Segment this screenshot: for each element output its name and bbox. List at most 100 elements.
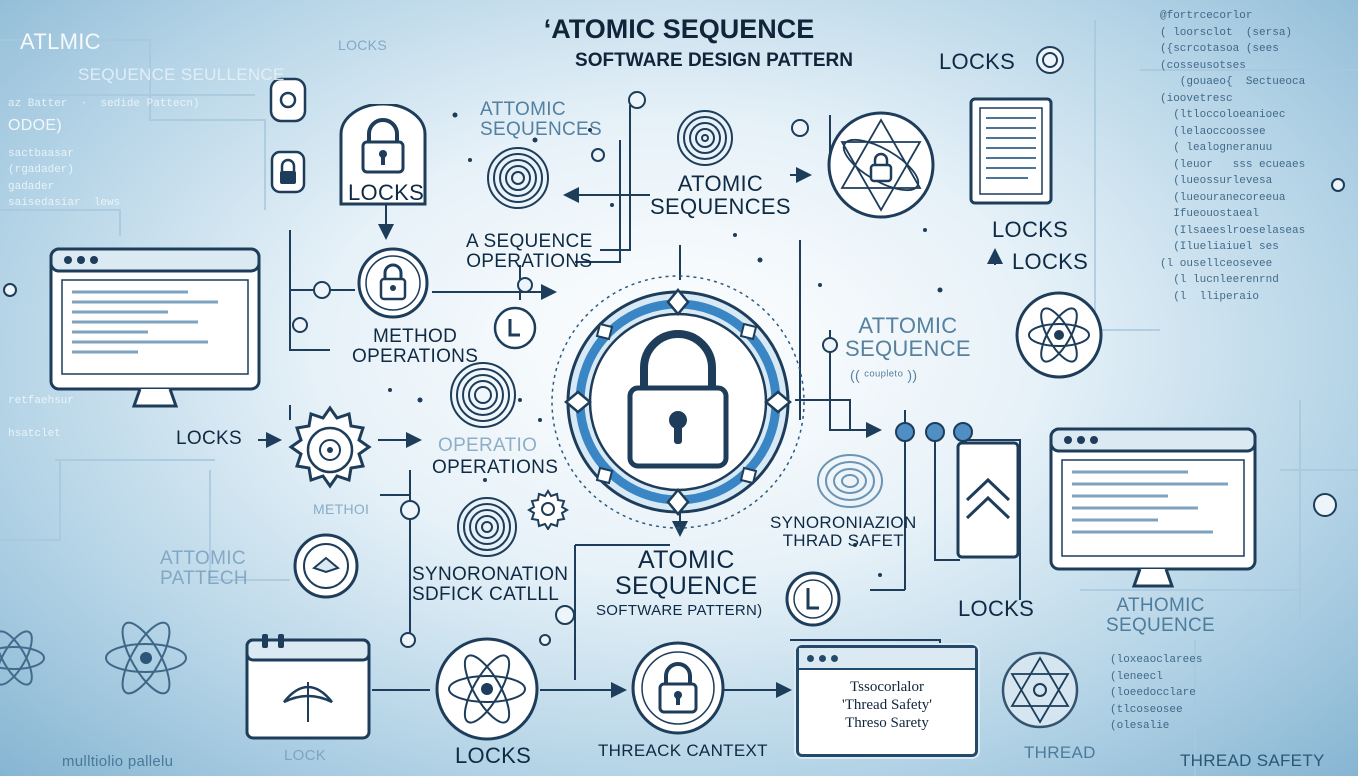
lock-icon — [785, 571, 841, 627]
operation-ghost-label: OPERATIO — [438, 435, 538, 456]
code-line: (Ilsaeeslroeselaseas — [1160, 224, 1306, 237]
locks-label-right-2: LOCKS — [1012, 249, 1089, 274]
code-line: (leuor sss ecueaes — [1160, 158, 1306, 171]
locks-label-top-left: LOCKS — [348, 180, 425, 205]
locks-label-bottom-right: LOCKS — [958, 596, 1035, 621]
code-line: (lueossurlevesa — [1160, 175, 1273, 187]
code-line: (ltloccoloeanioec — [1160, 109, 1286, 121]
label-line: ATOMIC SEQUENCES — [650, 171, 791, 220]
code-line: (olesalie — [1110, 720, 1170, 732]
lock-circle-node — [630, 640, 726, 736]
code-line: (rgadader) — [8, 164, 75, 176]
code-line: (lueouranecoreeua — [1160, 191, 1286, 204]
synchronation-label-left: SYNORONATION SDFICK CATLLL — [412, 565, 568, 605]
window-titlebar — [799, 648, 975, 670]
atomic-sequences-label-top: ATTOMIC SEQUENCES — [480, 100, 602, 140]
atomic-sequence-label-bottom-right: ATHOMIC SEQUENCE — [1106, 596, 1215, 636]
window-dot — [831, 654, 838, 662]
small-lock-node — [270, 150, 306, 194]
window-dot — [819, 654, 826, 662]
code-line: hsatclet — [8, 428, 61, 440]
code-line: (ioovetresc — [1160, 92, 1233, 105]
label-line: SYNORONIAZION THRAD SAFET — [770, 513, 917, 550]
code-line — [8, 261, 199, 278]
lock-label-bottom-left: LOCK — [284, 747, 327, 764]
code-line — [8, 212, 199, 229]
lock-circle-node — [356, 246, 430, 320]
calendar-window-icon — [244, 632, 372, 742]
code-line — [8, 311, 199, 328]
atom-icon — [434, 636, 540, 742]
locks-label-bottom: LOCKS — [455, 743, 532, 768]
method-ghost-label: METHOI — [313, 501, 370, 517]
hidden-left-label: ODOE) — [8, 117, 62, 134]
code-line: gadader — [8, 180, 55, 193]
lock-circle-node — [784, 570, 842, 628]
code-line: (cosseusotses — [1160, 59, 1246, 72]
fingerprint-icon — [815, 452, 885, 510]
thread-safety-label-bottom: THREAD SAFETY — [1180, 751, 1325, 770]
multiple-pattern-label: mulltiolio pallelu — [62, 753, 174, 770]
atom-icon — [100, 612, 192, 704]
atom-icon — [1000, 650, 1080, 730]
synchronization-label-right: SYNORONIAZION THRAD SAFET — [770, 514, 917, 550]
code-line — [8, 245, 199, 262]
code-line: (l lliperaio — [1160, 290, 1260, 303]
a-sequence-operations-label: A SEQUENCE OPERATIONS — [466, 232, 593, 272]
fingerprint-icon — [448, 360, 518, 430]
code-line: (Ilueliaiuel ses — [1160, 241, 1279, 253]
right-code-panel: @fortrcecorlor( loorsclot (sersa)({scrco… — [1160, 8, 1305, 305]
label-line: ATTOMIC PATTECH — [160, 548, 248, 589]
label-line: ATHOMIC SEQUENCE — [1106, 595, 1216, 636]
locks-label-right-1: LOCKS — [992, 217, 1069, 242]
central-lock-hub — [548, 272, 808, 532]
window-dot — [807, 654, 814, 662]
gear-icon — [527, 488, 569, 531]
software-pattern-label: SOFTWARE PATTERN) — [596, 602, 763, 619]
small-lock-node-top — [268, 76, 308, 124]
label-line: METHOD OPERATIONS — [352, 326, 479, 367]
atomic-sequence-label-bottom: ATOMIC SEQUENCE — [615, 547, 758, 600]
left-code-panel: az Batter · sedide Pattecn) sactbaasar(r… — [8, 96, 199, 443]
fingerprint-icon — [455, 495, 519, 559]
atom-icon — [1014, 290, 1104, 380]
browser-window-icon: Tssocorlalor 'Thread Safety' Threso Sare… — [796, 645, 978, 757]
thread-safety-window-text: Tssocorlalor 'Thread Safety' Threso Sare… — [842, 679, 932, 731]
code-line — [8, 294, 199, 311]
code-line: (loeedocclare — [1110, 687, 1196, 699]
code-line: (l lucnleerenrnd — [1160, 274, 1279, 286]
code-line — [8, 327, 199, 344]
code-line: az Batter · sedide Pattecn) — [8, 98, 200, 110]
atom-icon — [0, 620, 48, 696]
code-line: (l ousellceosevee — [1160, 257, 1273, 270]
code-line: ({scrcotasoa (sees — [1160, 43, 1279, 55]
locks-label-left-mid: LOCKS — [176, 428, 242, 449]
document-icon — [968, 96, 1054, 206]
threack-cantext-label: THREACK CANTEXT — [598, 741, 768, 760]
locks-ghost-label-top: LOCKS — [338, 37, 387, 53]
code-line: ( lealogneranuu — [1160, 142, 1273, 154]
fingerprint-icon — [485, 145, 551, 211]
label-line: ATTOMIC SEQUENCES — [480, 99, 603, 140]
code-line: Ifueouostaeal — [1160, 208, 1260, 220]
code-line: retfaehsur — [8, 395, 75, 407]
code-line — [8, 228, 199, 245]
atomic-pattern-label-left: ATTOMIC PATTECH — [160, 549, 248, 589]
label-line: SYNORONATION SDFICK CATLLL — [412, 564, 569, 605]
code-line — [8, 278, 199, 295]
code-line — [8, 410, 199, 427]
locks-label-top-right: LOCKS — [939, 49, 1016, 74]
code-line: @fortrcecorlor — [1160, 10, 1253, 22]
label-line: ATOMIC SEQUENCE — [615, 546, 758, 601]
code-line — [8, 129, 199, 146]
gear-icon — [282, 402, 378, 498]
code-line: (gouaeo{ Sectueoca — [1160, 76, 1306, 88]
code-line — [8, 113, 199, 130]
atomic-sequence-label-right: ATTOMIC SEQUENCE — [845, 314, 971, 360]
bottom-right-code-panel: (loxeaoclarees(leneecl(loeedocclare(tlco… — [1110, 652, 1202, 735]
sequence-corner-label: SEQUENCE SEULLENCE — [78, 65, 285, 84]
gyroscope-icon — [292, 532, 360, 600]
locks-card — [337, 102, 429, 208]
lock-icon — [357, 247, 429, 319]
lock-icon — [270, 150, 306, 194]
